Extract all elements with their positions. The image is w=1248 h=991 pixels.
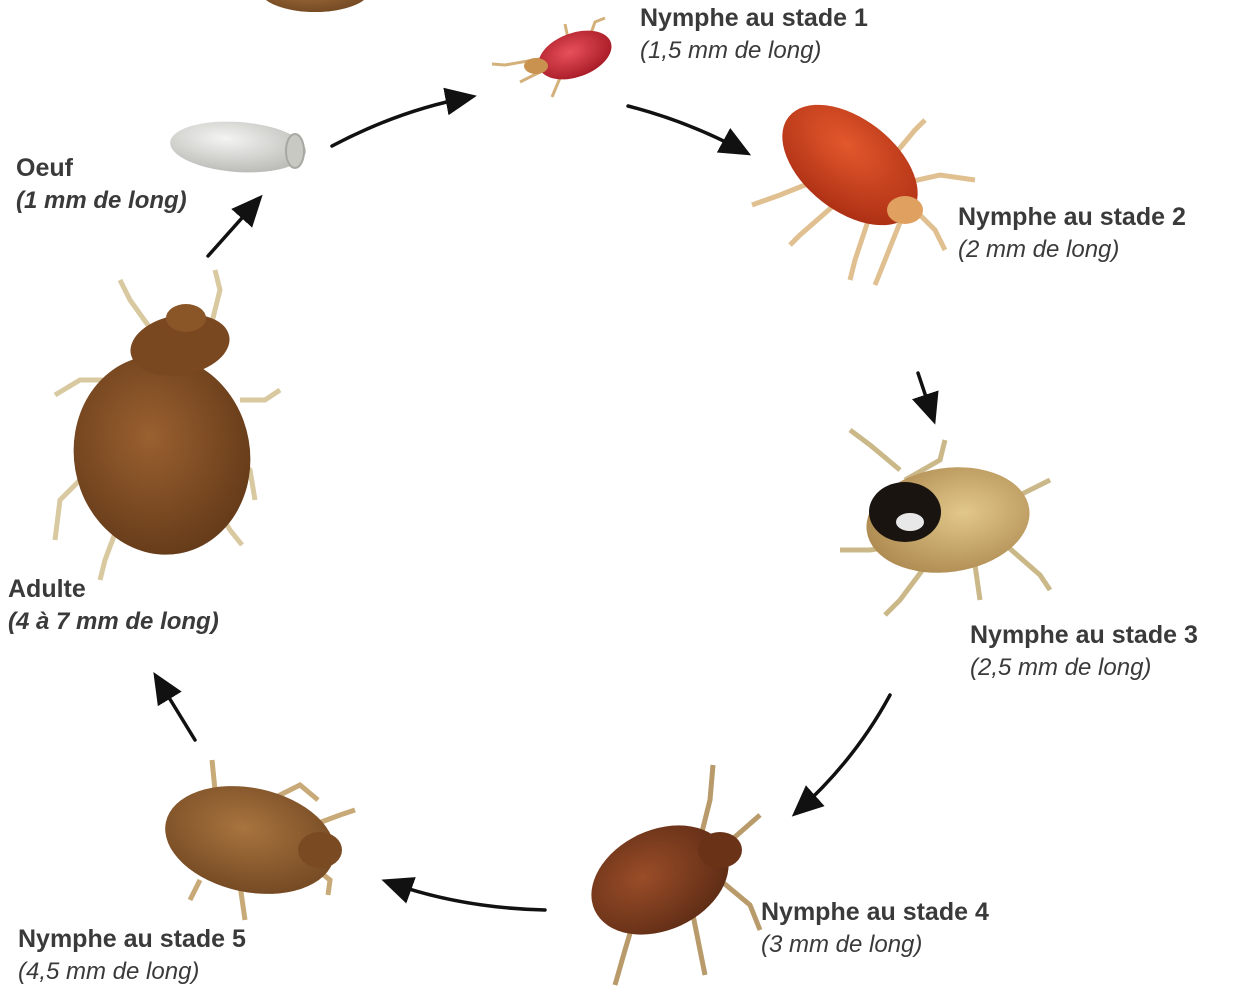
- nymph-stage-2-image: [752, 81, 975, 285]
- stage-size: (4 à 7 mm de long): [8, 606, 219, 637]
- arrow-stage4-to-stage5: [388, 882, 545, 910]
- arrow-stage2-to-stage3: [918, 373, 933, 418]
- stage-size: (2,5 mm de long): [970, 652, 1198, 683]
- stage-name: Oeuf: [16, 152, 187, 185]
- stage-name: Adulte: [8, 573, 219, 606]
- label-stage-3: Nymphe au stade 3 (2,5 mm de long): [970, 619, 1198, 683]
- stage-size: (1 mm de long): [16, 185, 187, 216]
- nymph-stage-5-image: [155, 760, 355, 920]
- label-stage-5: Nymphe au stade 5 (4,5 mm de long): [18, 923, 246, 987]
- arrow-egg-to-stage1: [332, 97, 470, 146]
- label-stage-2: Nymphe au stade 2 (2 mm de long): [958, 201, 1186, 265]
- stage-name: Nymphe au stade 1: [640, 2, 868, 35]
- nymph-stage-1-image: [492, 18, 618, 97]
- arrow-stage1-to-stage2: [628, 106, 745, 152]
- cropped-bug-image: [260, 0, 370, 12]
- nymph-stage-4-image: [574, 765, 760, 985]
- adult-image: [55, 270, 280, 580]
- arrow-adult-to-egg: [208, 200, 258, 256]
- label-stage-1: Nymphe au stade 1 (1,5 mm de long): [640, 2, 868, 66]
- stage-name: Nymphe au stade 3: [970, 619, 1198, 652]
- arrow-stage5-to-adult: [157, 678, 195, 740]
- stage-size: (1,5 mm de long): [640, 35, 868, 66]
- stage-size: (2 mm de long): [958, 234, 1186, 265]
- label-egg: Oeuf (1 mm de long): [16, 152, 187, 216]
- stage-size: (3 mm de long): [761, 929, 989, 960]
- stage-size: (4,5 mm de long): [18, 956, 246, 987]
- label-stage-4: Nymphe au stade 4 (3 mm de long): [761, 896, 989, 960]
- stage-name: Nymphe au stade 5: [18, 923, 246, 956]
- egg-image: [168, 117, 307, 176]
- nymph-stage-3-image: [840, 430, 1050, 615]
- label-adult: Adulte (4 à 7 mm de long): [8, 573, 219, 637]
- stage-name: Nymphe au stade 2: [958, 201, 1186, 234]
- arrow-stage3-to-stage4: [797, 695, 890, 812]
- stage-name: Nymphe au stade 4: [761, 896, 989, 929]
